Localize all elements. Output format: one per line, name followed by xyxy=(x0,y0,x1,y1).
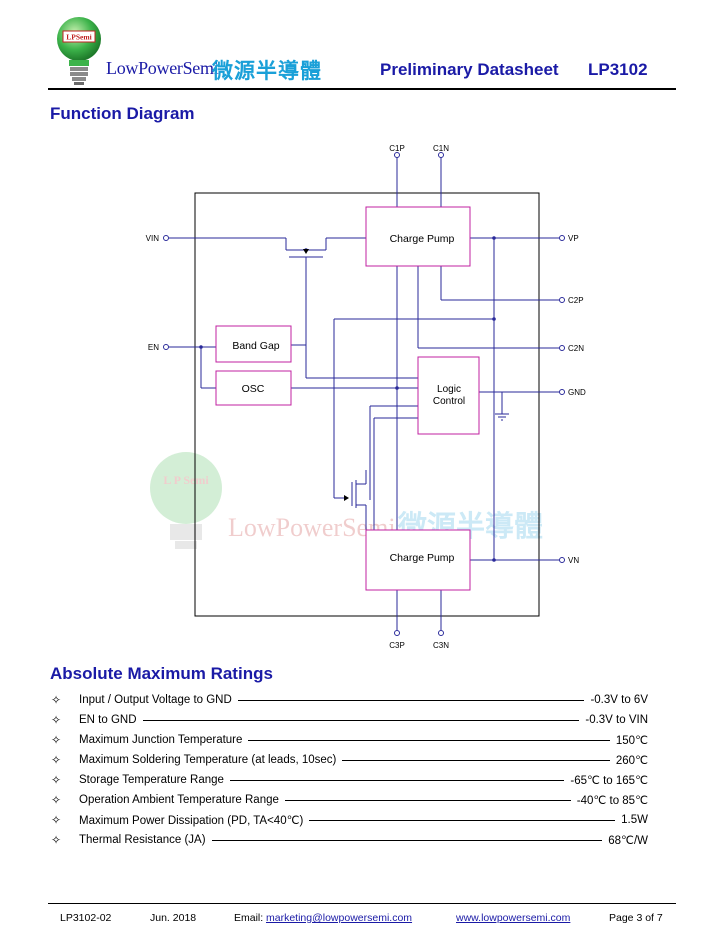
rating-leader-line xyxy=(237,699,585,701)
ratings-list: ✧ Input / Output Voltage to GND -0.3V to 6… xyxy=(48,690,648,850)
pin-label-c1p: C1P xyxy=(389,144,405,153)
pin-label-vp: VP xyxy=(568,234,579,243)
pin-label-gnd: GND xyxy=(568,388,586,397)
rating-row: ✧ Maximum Junction Temperature 150℃ xyxy=(48,730,648,750)
charge-pump-bottom-block: Charge Pump xyxy=(365,529,471,591)
rating-leader-line xyxy=(284,799,571,801)
pin-label-c3n: C3N xyxy=(433,641,449,650)
rating-value: -65℃ to 165℃ xyxy=(570,775,648,787)
function-diagram: L P Semi LowPowerSemi 微源半導體 xyxy=(146,144,586,650)
footer-website-link[interactable]: www.lowpowersemi.com xyxy=(456,912,571,924)
rating-value: 150℃ xyxy=(615,735,648,747)
header-divider xyxy=(48,88,676,90)
rating-leader-line xyxy=(211,839,603,841)
bullet-icon: ✧ xyxy=(51,773,62,787)
rating-row: ✧ Storage Temperature Range -65℃ to 165℃ xyxy=(48,770,648,790)
footer-email-link[interactable]: marketing@lowpowersemi.com xyxy=(266,912,413,924)
rating-parameter: EN to GND xyxy=(79,714,137,726)
pmos-arrow-icon xyxy=(303,249,309,254)
charge-pump-top-block: Charge Pump xyxy=(365,206,471,267)
ground-icon xyxy=(495,413,509,421)
rating-row: ✧ Operation Ambient Temperature Range -40℃… xyxy=(48,790,648,810)
rating-value: 1.5W xyxy=(621,814,648,826)
rating-leader-line xyxy=(309,819,616,821)
rating-parameter: Maximum Junction Temperature xyxy=(79,734,243,746)
rating-leader-line xyxy=(142,719,580,721)
logo: LPSemi xyxy=(54,14,104,86)
company-name: LowPowerSemi xyxy=(106,58,219,78)
rating-parameter: Maximum Power Dissipation (PD, TA<40℃) xyxy=(79,815,304,827)
rating-value: -0.3V to VIN xyxy=(585,714,648,726)
pin-terminals xyxy=(163,152,565,636)
rating-parameter: Storage Temperature Range xyxy=(79,774,224,786)
band-gap-label: Band Gap xyxy=(232,340,279,352)
ratings-title: Absolute Maximum Ratings xyxy=(50,664,273,683)
rating-row: ✧ Maximum Soldering Temperature (at leads… xyxy=(48,750,648,770)
pin-label-en: EN xyxy=(148,343,159,352)
footer-email-label: Email: xyxy=(234,912,264,924)
footer-page-number: Page 3 of 7 xyxy=(609,912,663,924)
rating-row: ✧ Input / Output Voltage to GND -0.3V to 6… xyxy=(48,690,648,710)
rating-value: -0.3V to 6V xyxy=(590,694,648,706)
osc-block: OSC xyxy=(215,370,292,406)
band-gap-block: Band Gap xyxy=(215,325,292,363)
rating-value: -40℃ to 85℃ xyxy=(576,795,648,807)
watermark: L P Semi LowPowerSemi 微源半導體 xyxy=(150,452,543,549)
footer-divider xyxy=(48,903,676,904)
part-number: LP3102 xyxy=(588,60,648,79)
function-diagram-title: Function Diagram xyxy=(50,104,195,123)
rating-parameter: Maximum Soldering Temperature (at leads,… xyxy=(79,754,337,766)
bullet-icon: ✧ xyxy=(51,753,62,767)
nmos-arrow-icon xyxy=(344,495,349,501)
rating-parameter: Thermal Resistance (JA) xyxy=(79,834,206,846)
bullet-icon: ✧ xyxy=(51,733,62,747)
rating-leader-line xyxy=(342,759,610,761)
company-name-cn: 微源半導體 xyxy=(212,60,322,83)
pin-label-c1n: C1N xyxy=(433,144,449,153)
pin-label-vin: VIN xyxy=(146,234,160,243)
bullet-icon: ✧ xyxy=(51,713,62,727)
pin-label-c2n: C2N xyxy=(568,344,584,353)
footer-date: Jun. 2018 xyxy=(150,912,197,924)
rating-row: ✧ Thermal Resistance (JA) 68℃/W xyxy=(48,830,648,850)
rating-leader-line xyxy=(248,739,610,741)
pin-label-vn: VN xyxy=(568,556,579,565)
logic-control-label-line1: Logic xyxy=(437,384,461,395)
logic-control-block: Logic Control xyxy=(417,356,480,435)
rating-value: 68℃/W xyxy=(608,835,648,847)
doc-title: Preliminary Datasheet xyxy=(380,60,559,79)
bullet-icon: ✧ xyxy=(51,833,62,847)
pin-label-c2p: C2P xyxy=(568,296,584,305)
pin-label-c3p: C3P xyxy=(389,641,405,650)
charge-pump-top-label: Charge Pump xyxy=(390,233,455,245)
rating-parameter: Operation Ambient Temperature Range xyxy=(79,794,279,806)
rating-row: ✧ Maximum Power Dissipation (PD, TA<40℃) 1… xyxy=(48,810,648,830)
bullet-icon: ✧ xyxy=(51,693,62,707)
bullet-icon: ✧ xyxy=(51,793,62,807)
wires xyxy=(169,155,559,630)
logo-badge-text: LPSemi xyxy=(66,33,91,42)
watermark-badge: L P Semi xyxy=(163,473,209,487)
bullet-icon: ✧ xyxy=(51,813,62,827)
rating-row: ✧ EN to GND -0.3V to VIN xyxy=(48,710,648,730)
rating-leader-line xyxy=(229,779,565,781)
charge-pump-bottom-label: Charge Pump xyxy=(390,552,455,564)
rating-value: 260℃ xyxy=(615,755,648,767)
osc-label: OSC xyxy=(242,383,265,395)
lightbulb-logo-icon: LPSemi xyxy=(57,17,101,85)
rating-parameter: Input / Output Voltage to GND xyxy=(79,694,232,706)
footer-doc-code: LP3102-02 xyxy=(60,912,112,924)
chip-outline xyxy=(194,192,540,617)
logic-control-label-line2: Control xyxy=(433,396,465,407)
